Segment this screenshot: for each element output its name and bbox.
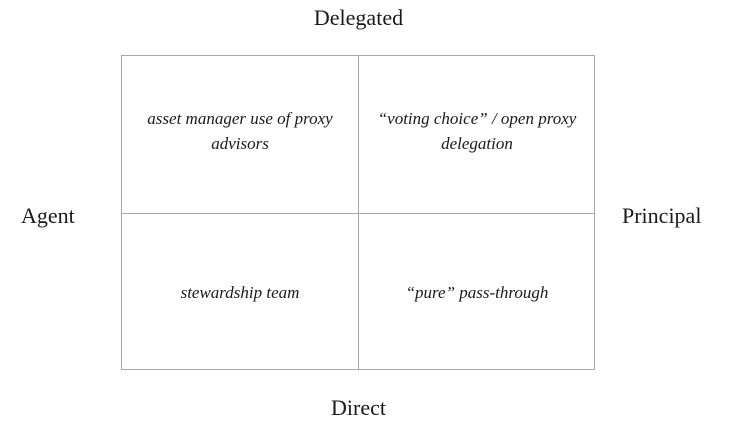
vertical-divider — [358, 56, 359, 369]
axis-label-delegated: Delegated — [313, 5, 404, 30]
horizontal-divider — [122, 213, 594, 214]
quadrant-bottom-left-text: stewardship team — [180, 282, 300, 302]
quadrant-top-left-text: asset manager use of proxy advisors — [147, 108, 333, 153]
quadrant-top-right: “voting choice” / open proxy delegation — [359, 56, 595, 213]
quadrant-top-right-text: “voting choice” / open proxy delegation — [377, 108, 577, 153]
quadrant-grid: asset manager use of proxy advisors “vot… — [121, 55, 595, 370]
quadrant-bottom-right-text: “pure” pass-through — [405, 282, 549, 302]
axis-label-direct: Direct — [331, 395, 386, 420]
quadrant-bottom-left: stewardship team — [122, 214, 358, 370]
axis-label-principal: Principal — [622, 203, 702, 228]
quadrant-bottom-right: “pure” pass-through — [359, 214, 595, 370]
axis-label-agent: Agent — [21, 203, 75, 228]
quadrant-top-left: asset manager use of proxy advisors — [122, 56, 358, 213]
